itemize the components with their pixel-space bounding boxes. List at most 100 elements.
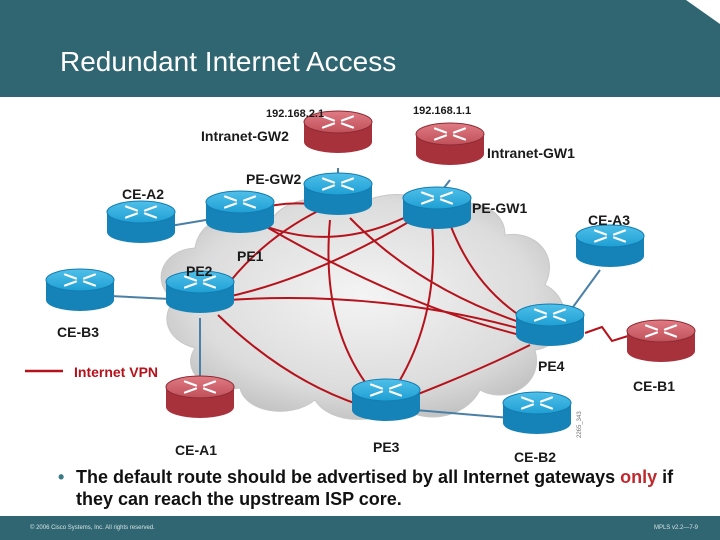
router-arrow [242, 202, 257, 209]
router-arrow [82, 280, 97, 287]
router-arrow [321, 177, 336, 184]
label-intranet-gw2: Intranet-GW2 [201, 128, 289, 144]
router-arrow [369, 383, 384, 390]
router-arrow [593, 229, 608, 236]
router-arrow [183, 282, 198, 289]
label-intranet-gw1: Intranet-GW1 [487, 145, 575, 161]
router-top [415, 122, 485, 146]
router-arrow [321, 184, 336, 191]
label-pe3: PE3 [373, 439, 400, 455]
router-arrow [539, 403, 554, 410]
label-pe4: PE4 [538, 358, 565, 374]
router-top [165, 375, 235, 399]
router-arrow [420, 191, 435, 198]
router-pe-gw2 [303, 172, 373, 215]
router-arrow [644, 331, 659, 338]
router-pe1 [205, 190, 275, 233]
router-arrow [183, 380, 198, 387]
footer-copyright: © 2006 Cisco Systems, Inc. All rights re… [30, 525, 155, 531]
router-arrow [388, 390, 403, 397]
vpn-pegw2-pe4 [349, 217, 529, 326]
label-ce-b1: CE-B1 [633, 378, 675, 394]
router-top [502, 391, 572, 415]
label-ce-a1: CE-A1 [175, 442, 217, 458]
link-ceb3-pe2 [109, 295, 171, 300]
title-bar: Redundant Internet Access [0, 0, 720, 97]
router-arrow [593, 236, 608, 243]
label-ce-a3: CE-A3 [588, 212, 630, 228]
router-top [165, 270, 235, 294]
vpn-pegw1-pe1 [254, 214, 411, 238]
bullet-highlight: only [620, 467, 658, 487]
router-top [45, 268, 115, 292]
footer-bar: © 2006 Cisco Systems, Inc. All rights re… [0, 516, 720, 540]
label-pe-gw2: PE-GW2 [246, 171, 301, 187]
bullet-point: • The default route should be advertised… [58, 466, 698, 510]
link-ceb2-pe3 [414, 409, 511, 419]
router-arrow [452, 127, 467, 134]
vpn-pegw2-pe3 [327, 219, 376, 396]
router-arrow [340, 184, 355, 191]
router-arrow [183, 387, 198, 394]
label-pe-gw1: PE-GW1 [472, 200, 527, 216]
router-arrow [644, 324, 659, 331]
router-arrow [539, 396, 554, 403]
router-arrow [369, 390, 384, 397]
router-ce-b3 [45, 268, 115, 311]
label-ce-b2: CE-B2 [514, 449, 556, 462]
router-intranet-gw2 [303, 110, 373, 153]
router-arrow [439, 198, 454, 205]
router-arrow [183, 275, 198, 282]
legend: Internet VPN [25, 364, 158, 380]
router-top [106, 200, 176, 224]
router-arrow [223, 195, 238, 202]
router-arrow [321, 122, 336, 129]
legend-label: Internet VPN [74, 364, 158, 380]
router-arrow [202, 380, 217, 387]
router-top [303, 172, 373, 196]
slide-title: Redundant Internet Access [60, 46, 397, 77]
router-pe-gw1 [402, 186, 472, 229]
bullet-text: The default route should be advertised b… [76, 466, 698, 510]
router-ce-a1 [165, 375, 235, 418]
router-arrow [663, 331, 678, 338]
router-pe3 [351, 378, 421, 421]
router-arrow [612, 236, 627, 243]
router-pe4 [515, 303, 585, 346]
router-arrow [533, 315, 548, 322]
router-arrow [552, 308, 567, 315]
router-arrow [533, 308, 548, 315]
router-pe2 [165, 270, 235, 313]
router-arrow [433, 127, 448, 134]
vpn-pegw1-pe2 [221, 219, 413, 299]
ip-label-igw2: 192.168.2.1 [266, 108, 324, 120]
vpn-pe3-pe4 [407, 344, 531, 399]
router-intranet-gw1 [415, 122, 485, 165]
router-arrow [433, 134, 448, 141]
router-arrow [439, 191, 454, 198]
router-arrow [520, 403, 535, 410]
title-corner [686, 0, 720, 24]
image-id: 2265_343 [577, 411, 583, 438]
router-arrow [143, 212, 158, 219]
router-arrow [82, 273, 97, 280]
router-top [515, 303, 585, 327]
router-arrow [202, 282, 217, 289]
bullet-text-after: if they can reach the upstream ISP core. [76, 467, 674, 509]
vpn-pegw1-pe3 [391, 223, 435, 394]
router-arrow [321, 115, 336, 122]
router-arrow [223, 202, 238, 209]
router-arrow [143, 205, 158, 212]
router-arrow [340, 122, 355, 129]
router-top [205, 190, 275, 214]
link-ceb1-pe4 [584, 325, 629, 343]
ip-label-igw1: 192.168.1.1 [413, 105, 471, 117]
router-arrow [520, 396, 535, 403]
router-top [575, 224, 645, 248]
router-arrow [124, 212, 139, 219]
label-ce-a2: CE-A2 [122, 186, 164, 202]
routers [45, 110, 696, 434]
router-top [626, 319, 696, 343]
router-top [402, 186, 472, 210]
label-pe2: PE2 [186, 263, 213, 279]
